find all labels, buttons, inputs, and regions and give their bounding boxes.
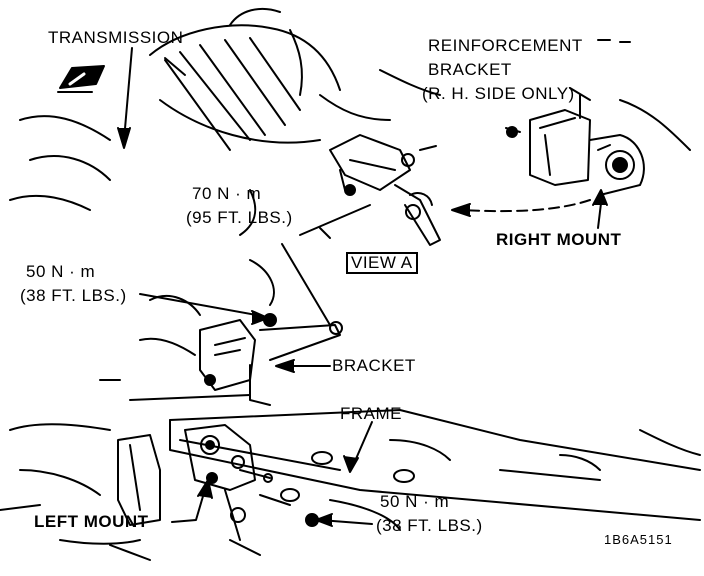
bracket-assembly <box>139 259 343 406</box>
right-mount-label: RIGHT MOUNT <box>496 230 622 249</box>
bracket-label: BRACKET <box>332 356 416 375</box>
frame-rail <box>129 394 701 531</box>
frame-contour <box>559 454 601 471</box>
view-a-dashed-arrow <box>459 199 591 213</box>
transmission-housing <box>9 7 441 236</box>
right-frame-edge <box>639 429 701 456</box>
left-mount-leader <box>171 485 207 523</box>
upper-torque-nm: 70 N · m <box>192 184 262 203</box>
upper-torque-leader <box>281 243 331 326</box>
transmission-arrowhead <box>117 127 131 149</box>
reinforcement-leader <box>569 87 591 101</box>
view-a-mount-assembly <box>299 134 441 246</box>
lower-left-components <box>0 423 261 561</box>
figure-code: 1B6A5151 <box>604 532 673 547</box>
left-torque-leader <box>139 293 263 317</box>
left-mount-assembly <box>184 424 291 541</box>
reinforcement-label-line2: BRACKET <box>428 60 512 79</box>
left-mount-label: LEFT MOUNT <box>34 512 149 531</box>
upper-torque-ft: (95 FT. LBS.) <box>186 208 293 227</box>
frame-label: FRAME <box>340 404 402 423</box>
right-mount-arrowhead <box>592 189 608 206</box>
left-torque-ft: (38 FT. LBS.) <box>20 286 127 305</box>
reinforcement-label-line3: (R. H. SIDE ONLY) <box>422 84 575 103</box>
lower-torque-ft: (38 FT. LBS.) <box>376 516 483 535</box>
view-a-arrowhead <box>451 203 471 217</box>
left-mount-arrowhead <box>197 479 213 499</box>
transmission-leader <box>123 47 133 141</box>
view-a-label: VIEW A <box>346 252 418 274</box>
right-mount-assembly <box>505 94 645 196</box>
frame-arrowhead <box>343 455 359 473</box>
transmission-label: TRANSMISSION <box>48 28 184 47</box>
lower-torque-nm: 50 N · m <box>380 492 450 511</box>
bracket-arrowhead <box>275 359 295 373</box>
right-edge-contour <box>619 99 691 151</box>
transmission-leader-2 <box>164 57 186 76</box>
top-dash-marks <box>597 39 631 43</box>
left-torque-arrowhead <box>251 310 269 325</box>
reinforcement-label-line1: REINFORCEMENT <box>428 36 583 55</box>
view-direction-arrow-icon <box>57 65 105 93</box>
lower-torque-arrowhead <box>315 513 333 527</box>
lower-frame-bolt <box>280 488 319 527</box>
left-torque-nm: 50 N · m <box>26 262 96 281</box>
